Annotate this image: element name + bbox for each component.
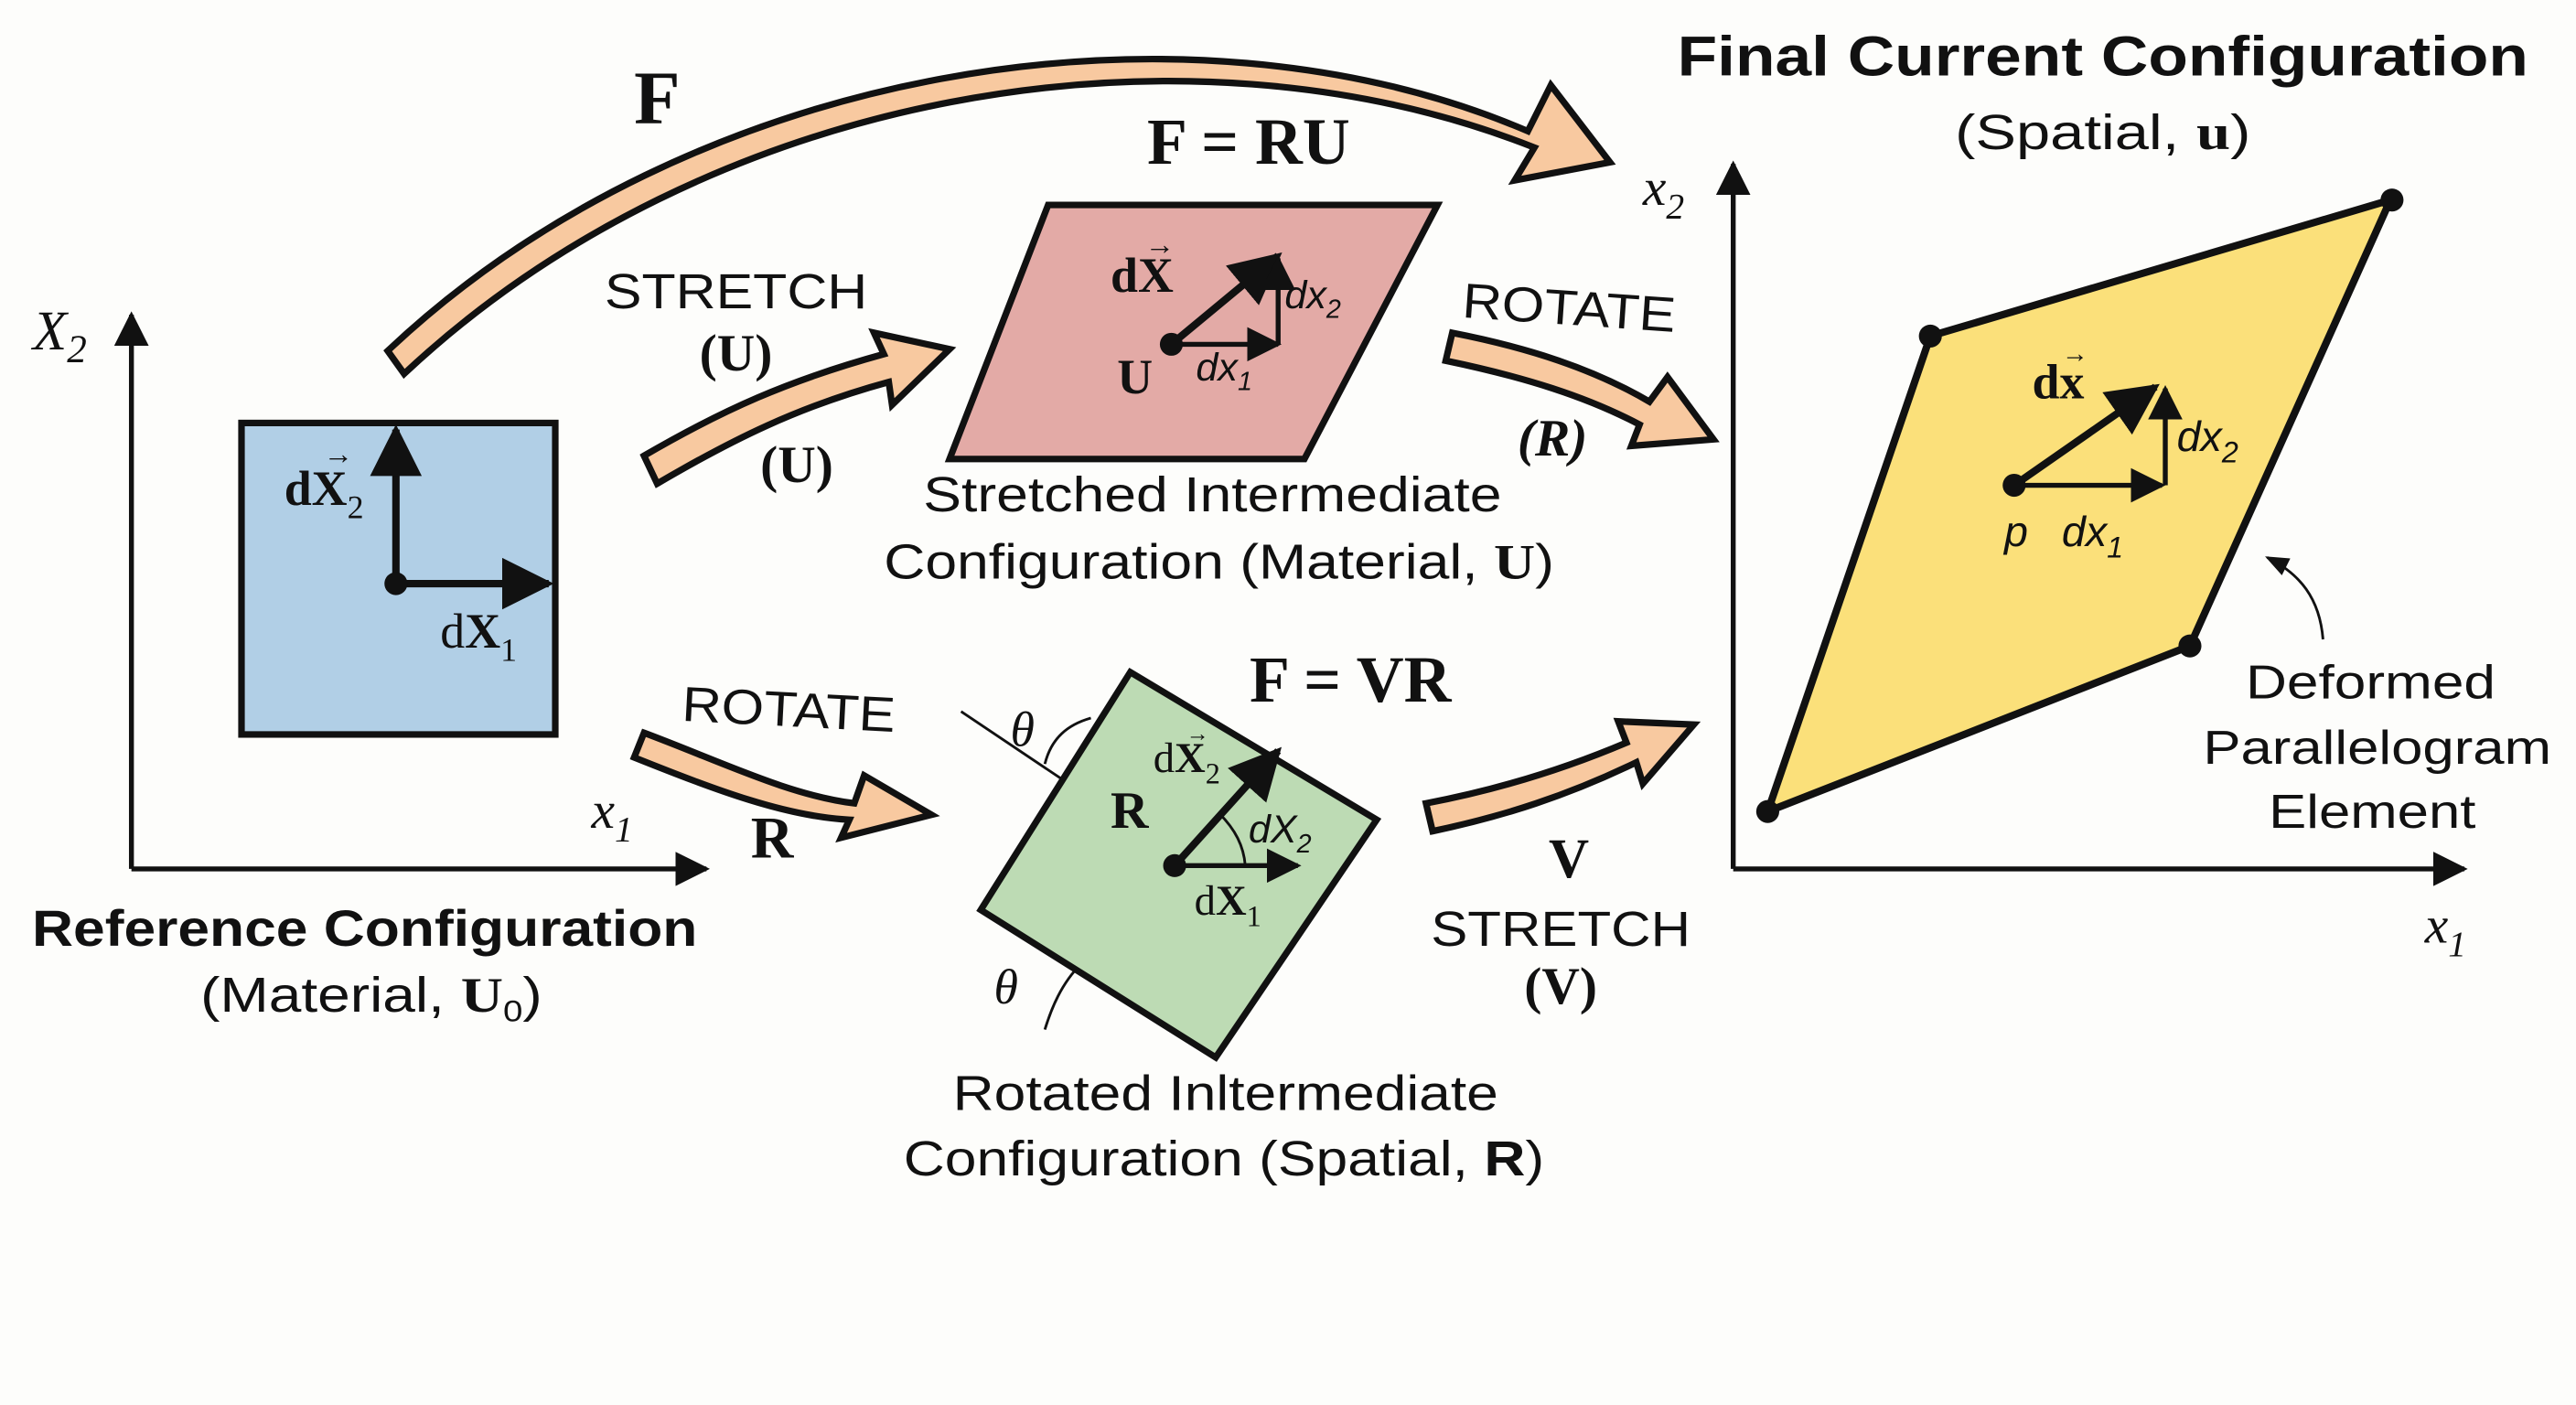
rotate-R-lower-symbol: R [751, 804, 795, 870]
current-configuration: Final Current Configuration (Spatial, u)… [1642, 26, 2551, 964]
vertex-bottom-left [1755, 799, 1779, 823]
stretch-V-symbol-above: V [1549, 829, 1589, 890]
angle-theta-bottom: θ [994, 960, 1018, 1014]
reference-dX2-arrow-accent: → [324, 437, 353, 470]
stretched-vector-label: dX [1111, 248, 1174, 303]
stretch-V-arrow [1422, 717, 1701, 835]
path-rotate-then-stretch: ROTATE R F = VR θ θ R dX2 → dX2 dX1 Rota… [629, 643, 1701, 1186]
reference-axis-y-label: X2 [30, 301, 87, 371]
stretched-vector-arrow-accent: → [1145, 228, 1175, 261]
angle-arc-bottom [1043, 962, 1082, 1030]
stretched-dx1-label: dx1 [1196, 346, 1251, 397]
rotate-R-symbol: (R) [1518, 410, 1588, 467]
current-vector-dx [2012, 383, 2160, 488]
overall-deformation-arrow: F [383, 55, 1616, 380]
stretch-U-arrow [639, 327, 957, 488]
stretched-material-point [1159, 332, 1184, 356]
rotate-R-arrow [1442, 328, 1720, 450]
vertex-top-left [1918, 324, 1942, 348]
rotated-dX2-label: dX2 [1154, 735, 1220, 789]
stretch-V-word: STRETCH [1431, 902, 1690, 957]
current-axis-y-label: x2 [1642, 159, 1684, 226]
stretched-U-label: U [1117, 349, 1153, 404]
current-point-p [2002, 473, 2026, 498]
rotated-angle-arc [1218, 811, 1247, 866]
rotated-caption-line2: Configuration (Spatial, R) [904, 1132, 1544, 1186]
angle-reference-line-top [960, 710, 1062, 780]
reference-title: Reference Configuration [32, 900, 697, 957]
rotated-dX1-label: dX1 [1195, 877, 1261, 932]
callout-line3: Element [2269, 786, 2476, 839]
reference-material-point [384, 572, 408, 595]
rotate-R-word: ROTATE [1461, 273, 1678, 343]
current-title: Final Current Configuration [1678, 26, 2528, 88]
stretch-V-symbol: (V) [1524, 958, 1597, 1015]
current-subtitle: (Spatial, u) [1955, 105, 2250, 160]
current-dx2-label: dx2 [2177, 413, 2238, 468]
vertex-bottom-right [2178, 634, 2202, 658]
rotate-R-lower-word: ROTATE [681, 677, 896, 743]
stretch-U-symbol-above: (U) [700, 325, 773, 382]
callout-line1: Deformed [2246, 657, 2496, 710]
current-vector-arrow-accent: → [2062, 339, 2088, 369]
deformed-parallelogram [1761, 194, 2398, 819]
stretched-caption-line1: Stretched Intermediate [923, 467, 1501, 522]
reference-axis-x-label: x1 [591, 782, 633, 849]
rotated-caption-line1: Rotated Inltermediate [953, 1066, 1498, 1121]
angle-arc-top [1043, 716, 1091, 765]
callout-line2: Parallelogram [2203, 722, 2551, 775]
overall-F-label: F [634, 55, 680, 139]
stretch-U-symbol-below: (U) [760, 436, 833, 494]
rotated-dX2-arrow-accent: → [1186, 722, 1209, 746]
current-point-label: p [2002, 508, 2028, 555]
stretched-parallelogram [944, 201, 1444, 463]
stretched-caption-line2: Configuration (Material, U) [884, 535, 1554, 590]
rotated-dX2-angle-label: dX2 [1249, 808, 1312, 859]
equation-F-VR: F = VR [1250, 643, 1453, 716]
current-axis-x-label: x1 [2424, 897, 2466, 964]
reference-dX1-label: dX1 [440, 604, 517, 668]
stretched-vector-dx [1168, 252, 1283, 348]
path-stretch-then-rotate: STRETCH (U) (U) F = RU dX → U dx1 dx2 St… [605, 105, 1720, 590]
stretch-U-word: STRETCH [605, 264, 867, 319]
angle-theta-top: θ [1010, 702, 1034, 757]
reference-dX2-label: dX2 [284, 461, 364, 525]
rotated-R-label: R [1111, 782, 1149, 840]
rotate-R-lower-arrow [629, 728, 940, 843]
current-dx1-label: dx1 [2062, 508, 2123, 563]
reference-configuration: X2 x1 dX2 → dX1 Reference Configuration … [30, 301, 711, 1028]
stretched-dx2-label: dx2 [1284, 273, 1341, 325]
current-vector-label: dx [2033, 355, 2085, 410]
overall-F-arrow-shape [383, 56, 1616, 380]
vertex-top-right [2380, 188, 2404, 212]
callout-leader [2265, 556, 2324, 640]
rotated-material-point [1163, 853, 1186, 877]
equation-F-RU: F = RU [1147, 105, 1350, 178]
rotated-vector-dX2 [1172, 746, 1283, 869]
